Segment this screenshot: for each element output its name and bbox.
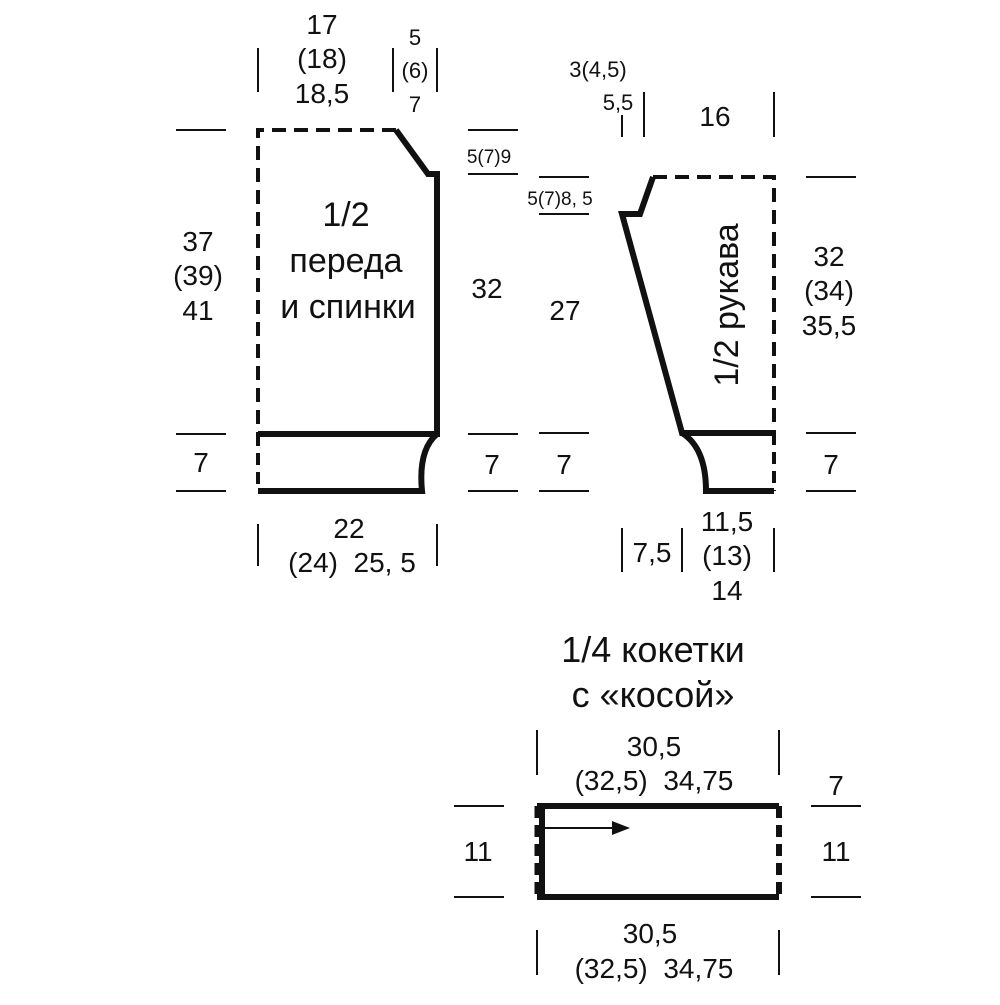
sleeve-dimension-labels: 3(4,5) 5,5 16 5(7)8, 5 27 32 (34) 35,5 7… [527,57,856,606]
yoke-top-width-1: 30,5 [627,731,682,762]
sleeve-top-offset-2: 5,5 [603,90,634,115]
sleeve-solid-edge [618,176,774,436]
yoke-title-line1: 1/4 кокетки [561,629,745,670]
yoke-bottom-width-1: 30,5 [623,918,678,949]
yoke-height-left: 11 [463,836,492,867]
body-shoulder-drop: 5(7)9 [467,147,511,168]
yoke-solid-edge [537,803,779,900]
sleeve-bottom-offset: 7,5 [633,537,672,568]
sleeve-top-offset-1: 3(4,5) [569,57,626,82]
body-piece: 1/2 переда и спинки [256,128,440,494]
body-band-left: 7 [193,447,209,478]
yoke-direction-arrowhead [612,821,630,835]
body-title-line3: и спинки [280,288,416,326]
yoke-top-width-2: (32,5) 34,75 [575,765,734,796]
sleeve-bottom-width-1: 11,5 [701,506,753,537]
body-shoulder-1: 5 [409,25,421,50]
sleeve-band-right: 7 [823,449,839,480]
body-band-solid-edge [258,431,440,494]
sleeve-dimension-marks [539,92,856,572]
body-top-width-1: 17 [306,9,337,40]
body-height-2: (39) [173,260,223,291]
body-shoulder-3: 7 [409,92,421,117]
yoke-title-line2: с «косой» [572,674,735,715]
sleeve-band-left: 7 [556,449,572,480]
sleeve-bottom-width-2: (13) [702,540,752,571]
yoke-piece: 1/4 кокетки с «косой» [534,629,782,900]
body-dimension-labels: 17 (18) 18,5 5 (6) 7 5(7)9 37 (39) 41 32… [173,9,511,578]
body-bottom-width-2: (24) 25, 5 [288,547,416,578]
sleeve-title: 1/2 рукава [708,223,746,386]
body-height-3: 41 [182,295,213,326]
body-height-1: 37 [182,226,213,257]
body-band-right: 7 [484,449,500,480]
body-solid-edge [258,128,440,437]
body-top-width-3: 18,5 [295,78,350,109]
sleeve-bottom-width-3: 14 [711,575,742,606]
yoke-bottom-width-2: (32,5) 34,75 [575,953,734,984]
body-bottom-width-1: 22 [333,513,364,544]
sleeve-height-1: 32 [813,241,844,272]
body-shoulder-2: (6) [402,58,429,83]
body-dimension-marks [176,48,518,566]
body-side-height: 32 [471,273,502,304]
yoke-dimension-marks [454,730,861,975]
body-top-width-2: (18) [297,43,347,74]
sleeve-dashed-edge [653,175,776,433]
sleeve-height-3: 35,5 [802,310,857,341]
body-title-line2: переда [289,242,402,280]
sleeve-band-solid-edge [680,430,774,494]
sleeve-piece: 1/2 рукава [618,175,776,494]
body-dashed-edge [256,128,396,434]
sleeve-cap-drop: 5(7)8, 5 [527,189,592,210]
yoke-corner: 7 [828,770,844,801]
sleeve-seam-height: 27 [549,295,580,326]
sleeve-height-2: (34) [804,275,854,306]
body-title-line1: 1/2 [322,196,369,234]
sleeve-top-width: 16 [699,101,730,132]
yoke-dimension-labels: 30,5 (32,5) 34,75 7 11 11 30,5 (32,5) 34… [463,731,850,984]
yoke-height-right: 11 [821,836,850,867]
